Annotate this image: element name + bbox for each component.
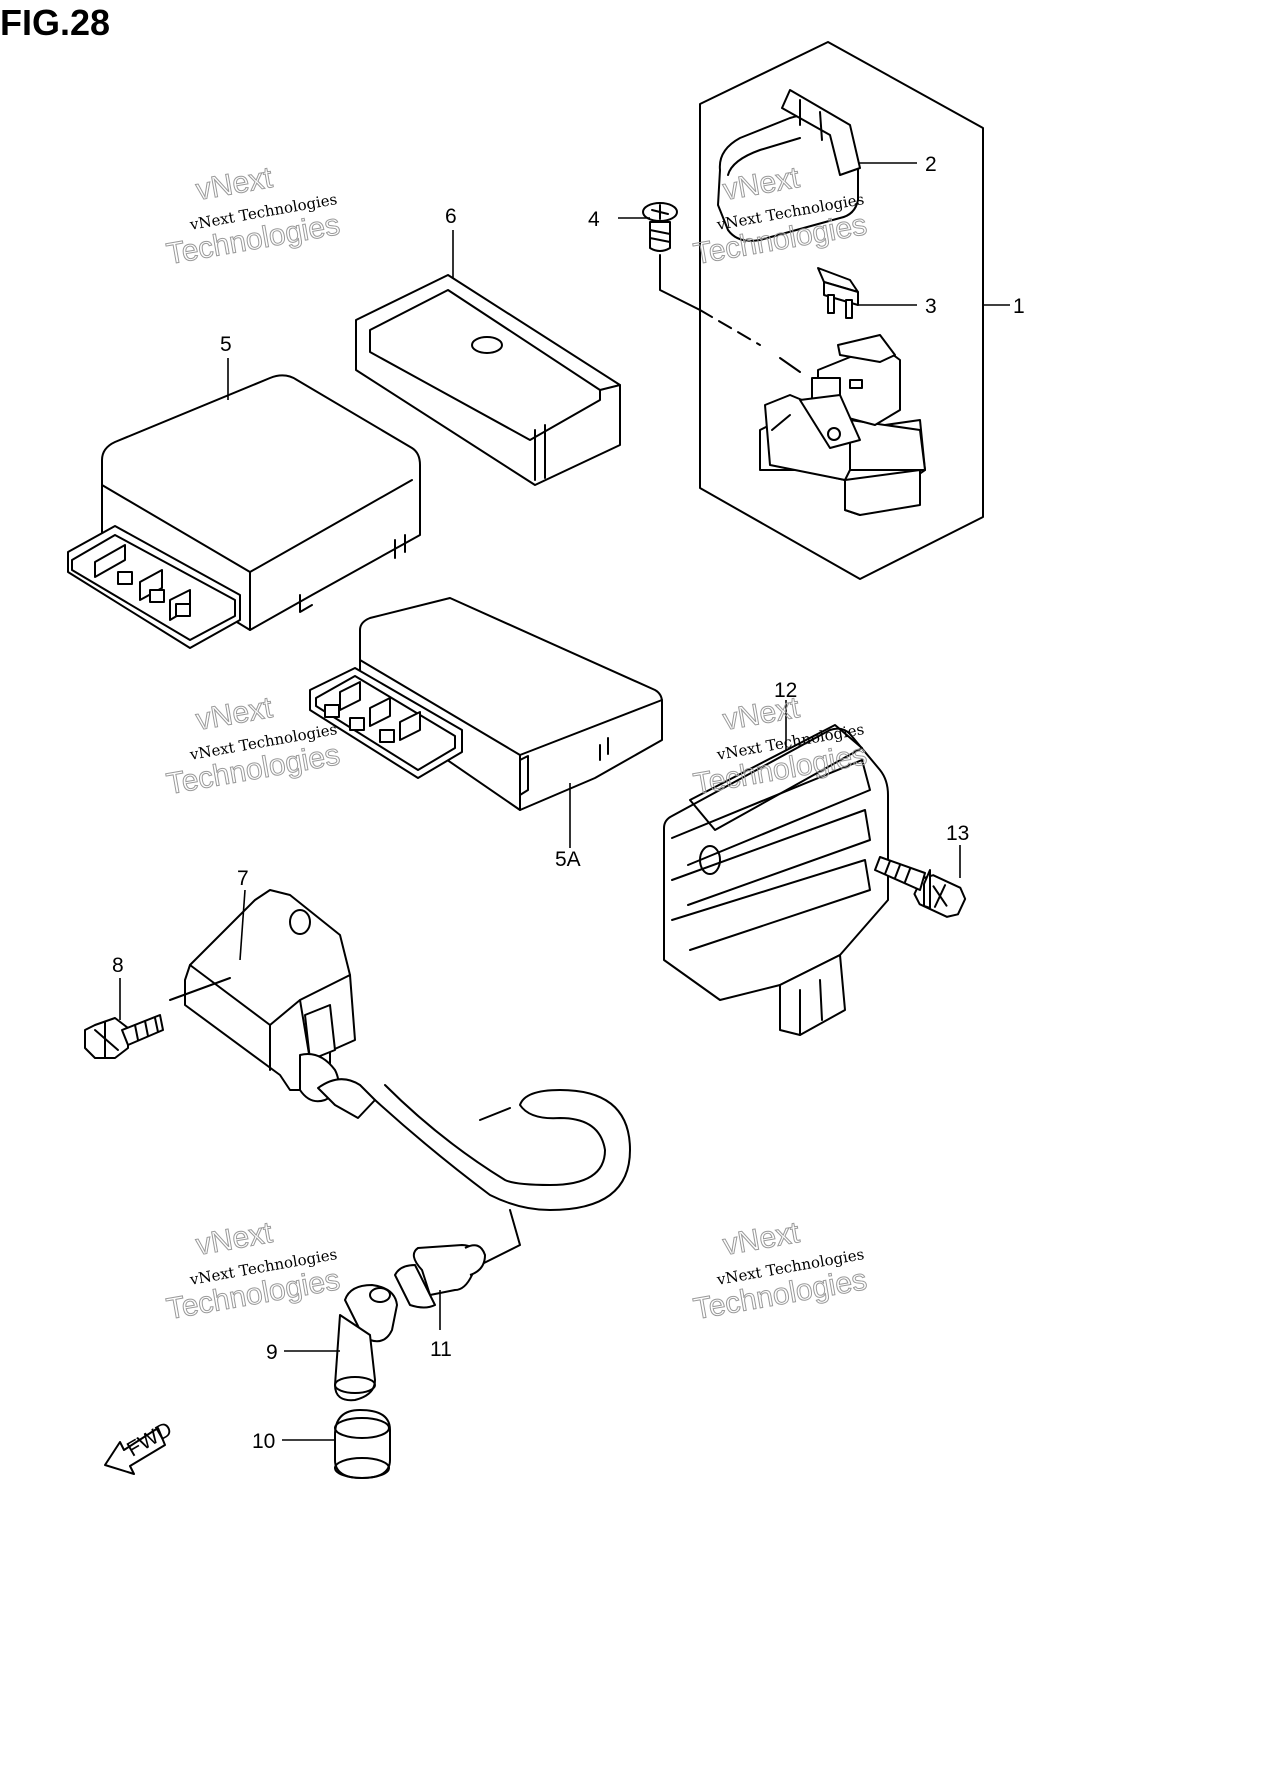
part-1-starter-relay[interactable] bbox=[759, 334, 926, 516]
callout-11: 11 bbox=[430, 1338, 452, 1361]
figure-title: FIG.28 bbox=[0, 2, 111, 43]
part-5-control-unit[interactable] bbox=[67, 374, 421, 649]
leader-lines bbox=[119, 162, 1010, 1441]
callout-1: 1 bbox=[1013, 295, 1025, 318]
assembly-outline bbox=[699, 41, 984, 580]
part-4-screw[interactable] bbox=[642, 202, 801, 373]
part-10-cap[interactable] bbox=[334, 1409, 391, 1479]
callout-10: 10 bbox=[252, 1430, 275, 1453]
part-8-bolt[interactable] bbox=[84, 977, 231, 1059]
callout-3: 3 bbox=[925, 295, 937, 318]
callout-12: 12 bbox=[774, 679, 797, 702]
svg-text:vNext: vNext bbox=[720, 691, 802, 737]
watermark-1: vNext vNext Technologies Technologies bbox=[164, 161, 343, 272]
callout-5: 5 bbox=[220, 333, 232, 356]
part-11-terminal[interactable] bbox=[394, 1244, 486, 1309]
part-13-bolt[interactable] bbox=[874, 856, 969, 921]
coil-lead-wire bbox=[374, 1084, 631, 1266]
svg-text:vNext: vNext bbox=[193, 691, 275, 737]
svg-text:vNext: vNext bbox=[193, 161, 275, 207]
part-7-ignition-coil[interactable] bbox=[184, 889, 376, 1119]
part-3-fuse[interactable] bbox=[817, 267, 859, 319]
callout-13: 13 bbox=[946, 822, 969, 845]
svg-text:vNext: vNext bbox=[193, 1216, 275, 1262]
callout-7: 7 bbox=[237, 867, 249, 890]
watermark-5: vNext vNext Technologies Technologies bbox=[164, 1216, 343, 1327]
callout-4: 4 bbox=[588, 208, 600, 231]
part-5a-control-unit[interactable] bbox=[309, 597, 663, 811]
callout-8: 8 bbox=[112, 954, 124, 977]
watermark-6: vNext vNext Technologies Technologies bbox=[691, 1216, 870, 1327]
callout-6: 6 bbox=[445, 205, 457, 228]
callout-5a: 5A bbox=[555, 848, 581, 871]
callout-labels: 2 3 1 4 5 6 5A 7 8 9 10 11 12 13 bbox=[112, 153, 1025, 1453]
fwd-arrow-icon: FWD bbox=[104, 1418, 176, 1475]
svg-text:vNext: vNext bbox=[720, 1216, 802, 1262]
callout-2: 2 bbox=[925, 153, 937, 176]
callout-9: 9 bbox=[266, 1341, 278, 1364]
part-9-plug-cap[interactable] bbox=[334, 1284, 398, 1402]
part-2-relay-cover[interactable] bbox=[717, 89, 861, 242]
part-6-cover[interactable] bbox=[355, 274, 621, 486]
part-12-regulator[interactable] bbox=[663, 724, 889, 1036]
